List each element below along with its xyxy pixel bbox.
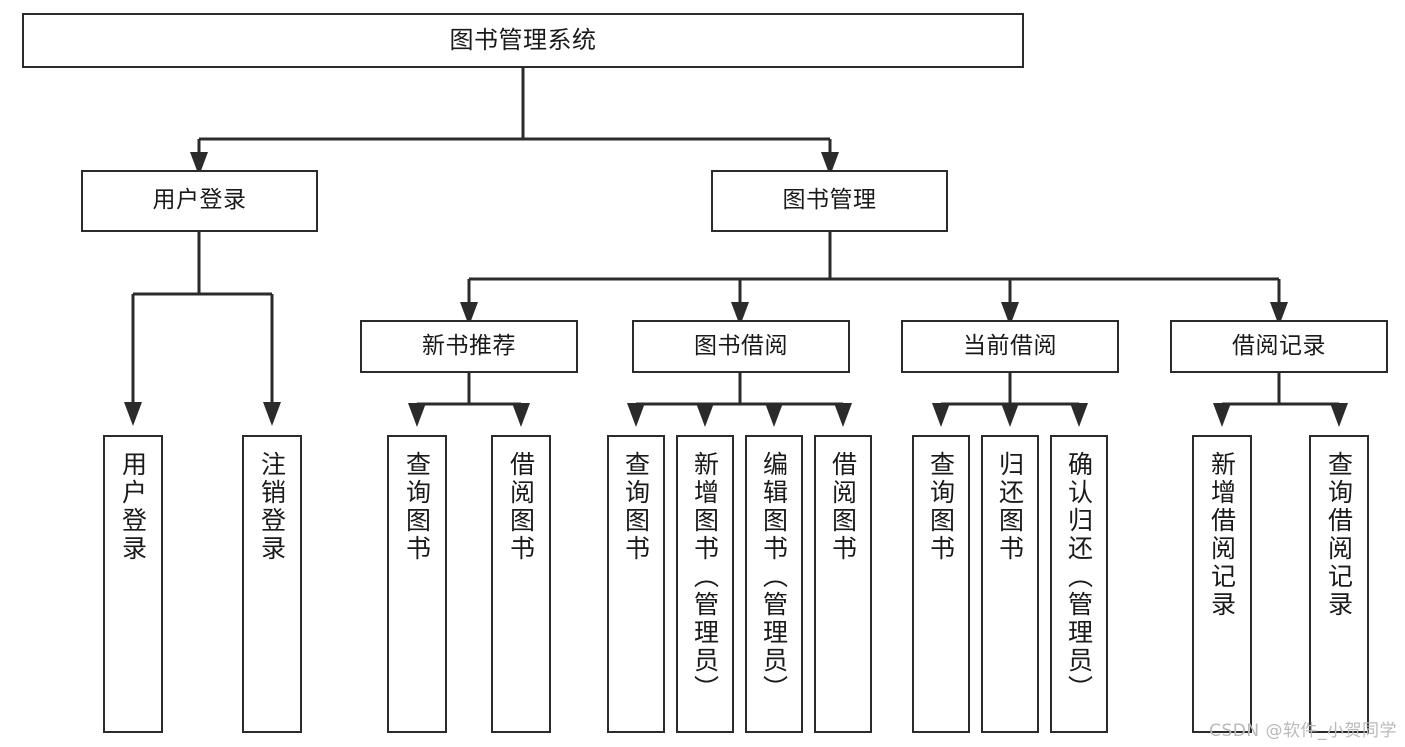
node-label: 用户登录 — [118, 451, 148, 563]
node-label: 确认归还（管理员） — [1064, 451, 1094, 703]
node-label: 借阅图书 — [828, 451, 858, 563]
leaf-book-borrow-add-admin[interactable]: 新增图书（管理员） — [676, 435, 734, 733]
leaf-user-login-logout[interactable]: 注销登录 — [242, 435, 302, 733]
node-label: 图书管理 — [782, 187, 877, 214]
node-label: 新增借阅记录 — [1207, 451, 1237, 619]
leaf-current-borrow-return[interactable]: 归还图书 — [981, 435, 1039, 733]
node-label: 编辑图书（管理员） — [759, 451, 789, 703]
leaf-book-borrow-query[interactable]: 查询图书 — [607, 435, 665, 733]
leaf-current-borrow-confirm-return-admin[interactable]: 确认归还（管理员） — [1050, 435, 1108, 733]
leaf-user-login-login[interactable]: 用户登录 — [103, 435, 163, 733]
node-label: 借阅记录 — [1232, 332, 1326, 359]
leaf-new-book-borrow[interactable]: 借阅图书 — [491, 435, 551, 733]
node-label: 新书推荐 — [422, 332, 516, 359]
node-label: 注销登录 — [257, 451, 287, 563]
node-borrow-records[interactable]: 借阅记录 — [1170, 320, 1388, 373]
node-label: 查询借阅记录 — [1324, 451, 1354, 619]
leaf-current-borrow-query[interactable]: 查询图书 — [912, 435, 970, 733]
node-label: 借阅图书 — [506, 451, 536, 563]
node-label: 当前借阅 — [963, 332, 1057, 359]
node-label: 查询图书 — [402, 451, 432, 563]
node-root-book-management-system[interactable]: 图书管理系统 — [22, 13, 1024, 68]
node-book-borrowing[interactable]: 图书借阅 — [632, 320, 850, 373]
node-new-book-recommendation[interactable]: 新书推荐 — [360, 320, 578, 373]
node-label: 新增图书（管理员） — [690, 451, 720, 703]
leaf-new-book-query[interactable]: 查询图书 — [387, 435, 447, 733]
node-label: 用户登录 — [152, 187, 247, 214]
leaf-borrow-record-query[interactable]: 查询借阅记录 — [1309, 435, 1369, 733]
csdn-watermark: CSDN @软件_小贺同学 — [1209, 721, 1397, 741]
node-label: 归还图书 — [995, 451, 1025, 563]
node-book-management[interactable]: 图书管理 — [711, 170, 948, 232]
node-label: 图书管理系统 — [449, 26, 597, 55]
leaf-book-borrow-borrow[interactable]: 借阅图书 — [814, 435, 872, 733]
node-current-borrowing[interactable]: 当前借阅 — [901, 320, 1119, 373]
leaf-borrow-record-add[interactable]: 新增借阅记录 — [1192, 435, 1252, 733]
node-label: 查询图书 — [621, 451, 651, 563]
leaf-book-borrow-edit-admin[interactable]: 编辑图书（管理员） — [745, 435, 803, 733]
node-label: 查询图书 — [926, 451, 956, 563]
node-user-login[interactable]: 用户登录 — [81, 170, 318, 232]
node-label: 图书借阅 — [694, 332, 788, 359]
